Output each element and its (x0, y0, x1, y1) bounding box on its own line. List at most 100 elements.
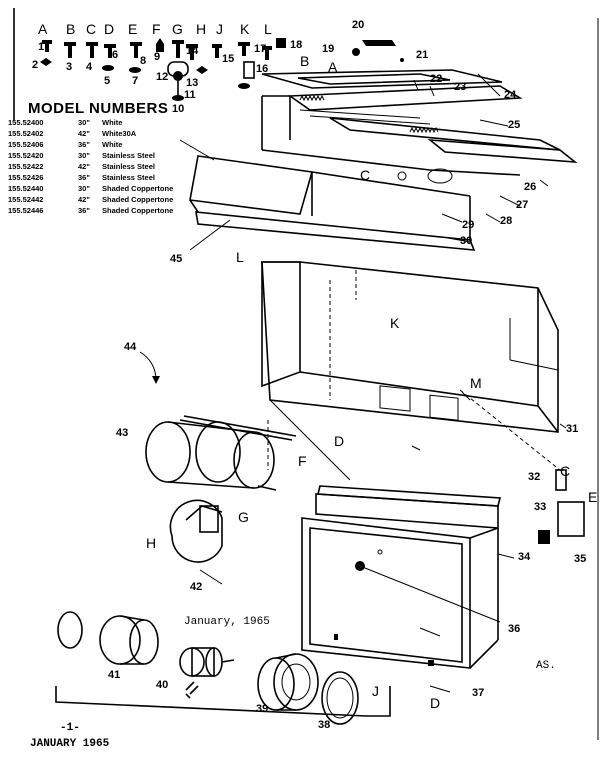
part-label: 9 (154, 51, 161, 63)
callout-letter: K (240, 21, 250, 37)
callout-M: M (470, 375, 482, 391)
callout-G: G (238, 509, 249, 525)
front-panel-45 (189, 155, 476, 251)
model-number: 155.52402 (8, 129, 44, 138)
part-label: 41 (108, 669, 121, 681)
model-numbers-title: MODEL NUMBERS (28, 100, 169, 117)
callout-K: K (390, 315, 400, 331)
hood-body-31 (261, 261, 561, 481)
callout-J: J (372, 683, 379, 699)
model-width: 30" (78, 118, 90, 127)
part-label: 10 (172, 103, 185, 115)
part-label: 30 (460, 235, 473, 247)
motor-41 (57, 611, 159, 665)
model-width: 30" (78, 184, 90, 193)
part-label: 19 (322, 43, 335, 55)
part-label: 32 (528, 471, 541, 483)
part-label: 6 (112, 49, 119, 61)
model-finish: Stainless Steel (102, 162, 155, 171)
callout-C: C (560, 463, 571, 479)
callout-L: L (236, 249, 244, 265)
part-label: 22 (430, 73, 443, 85)
part-label: 39 (256, 703, 269, 715)
code-label: AS. (536, 660, 556, 672)
part-label: 5 (104, 75, 111, 87)
hardware-row (40, 38, 286, 101)
part-label: 7 (132, 75, 139, 87)
part-label: 8 (140, 55, 147, 67)
part-label: 42 (190, 581, 203, 593)
model-width: 42" (78, 162, 90, 171)
blower-43 (145, 415, 297, 491)
part-label: 35 (574, 553, 587, 565)
callout-letter: H (196, 21, 207, 37)
date-mid: January, 1965 (184, 616, 270, 628)
part-label: 16 (256, 63, 269, 75)
filter-box-37 (301, 485, 502, 669)
model-finish: Stainless Steel (102, 151, 155, 160)
model-width: 36" (78, 140, 90, 149)
motor-40 (179, 647, 235, 699)
page-number: -1- (60, 722, 80, 734)
callout-A: A (328, 59, 338, 75)
part-label: 25 (508, 119, 521, 131)
model-row: 155.52422 42" Stainless Steel (8, 162, 155, 171)
part-label: 34 (518, 551, 531, 563)
callout-E: E (588, 489, 598, 505)
part-label: 43 (116, 427, 129, 439)
model-width: 36" (78, 173, 90, 182)
part-label: 40 (156, 679, 169, 691)
part-label: 13 (186, 77, 199, 89)
model-row: 155.52426 36" Stainless Steel (8, 173, 155, 182)
part-label: 2 (32, 59, 39, 71)
model-finish: White (102, 118, 123, 127)
callout-D: D (430, 695, 441, 711)
part-label: 44 (124, 341, 137, 353)
motor-bracket-42 (169, 499, 223, 563)
callout-letter: F (152, 21, 161, 37)
part-label: 1 (38, 41, 45, 53)
callout-letter: E (128, 21, 138, 37)
part-label: 27 (516, 199, 529, 211)
switch-33-35 (538, 469, 585, 544)
model-finish: Stainless Steel (102, 173, 155, 182)
part-label: 20 (352, 19, 365, 31)
ring-38 (321, 671, 359, 725)
model-width: 36" (78, 206, 90, 215)
model-number: 155.52446 (8, 206, 44, 215)
part-label: 37 (472, 687, 485, 699)
model-number: 155.52426 (8, 173, 44, 182)
model-number: 155.52422 (8, 162, 44, 171)
model-finish: Shaded Coppertone (102, 184, 174, 193)
callout-letter: D (104, 21, 115, 37)
model-number: 155.52442 (8, 195, 44, 204)
model-finish: White30A (102, 129, 137, 138)
part-label: 4 (86, 61, 93, 73)
part-label: 14 (186, 45, 199, 57)
date-bottom: JANUARY 1965 (30, 738, 110, 750)
part-label: 12 (156, 71, 169, 83)
part-label: 29 (462, 219, 475, 231)
callout-letter: L (264, 21, 272, 37)
callout-C: C (360, 167, 371, 183)
callout-H: H (146, 535, 157, 551)
model-number: 155.52400 (8, 118, 44, 127)
part-label: 26 (524, 181, 537, 193)
part-label: 23 (454, 81, 467, 93)
model-width: 42" (78, 129, 90, 138)
model-row: 155.52402 42" White30A (8, 129, 136, 138)
part-label: 18 (290, 39, 303, 51)
callout-F: F (298, 453, 307, 469)
part-label: 21 (416, 49, 429, 61)
part-label: 38 (318, 719, 331, 731)
callout-B: B (300, 53, 310, 69)
part-label: 36 (508, 623, 521, 635)
callout-letter: C (86, 21, 97, 37)
callout-letter: A (38, 21, 48, 37)
part-label: 33 (534, 501, 547, 513)
